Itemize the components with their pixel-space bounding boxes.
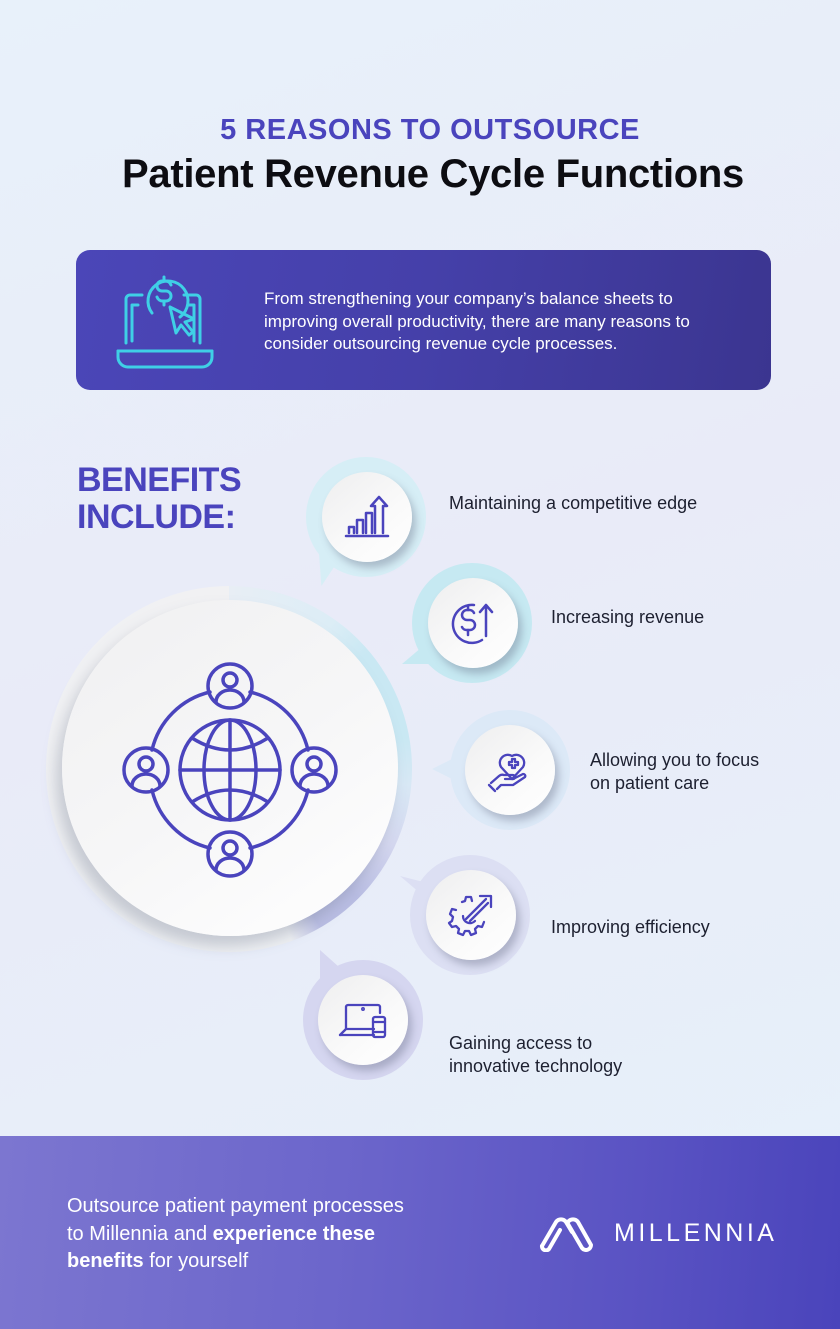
icon-disc: [318, 975, 408, 1065]
intro-text: From strengthening your company’s balanc…: [264, 289, 690, 353]
benefit-label: Gaining access to innovative technology: [449, 1032, 622, 1078]
intro-banner: From strengthening your company’s balanc…: [76, 250, 771, 390]
benefits-heading: BENEFITS INCLUDE:: [77, 461, 242, 536]
icon-disc: [426, 870, 516, 960]
benefit-label-line1: Allowing you to focus: [590, 750, 760, 770]
benefit-label-line2: innovative technology: [449, 1056, 623, 1076]
footer-line2: to Millennia and experience these: [67, 1221, 487, 1249]
footer-line3-plain: for yourself: [143, 1250, 249, 1272]
laptop-phone-icon: [338, 1003, 387, 1039]
benefit-label: Increasing revenue: [551, 607, 705, 627]
dollar-up-arrow-icon: [451, 603, 494, 645]
hand-heart-cross-icon: [487, 753, 527, 793]
benefit-label: Maintaining a competitive edge: [449, 493, 698, 513]
benefit-label-line1: Gaining access to: [449, 1033, 593, 1053]
benefits-heading-line2: INCLUDE:: [77, 498, 236, 536]
benefit-label: Improving efficiency: [551, 917, 710, 937]
benefit-label-line2: on patient care: [590, 773, 710, 793]
benefit-label: Allowing you to focus on patient care: [590, 749, 759, 795]
icon-disc: [428, 578, 518, 668]
gear-arrow-icon: [447, 894, 493, 937]
footer-line3-bold: benefits: [67, 1250, 144, 1272]
millennia-wordmark: MILLENNIA: [614, 1218, 778, 1247]
icon-disc: [465, 725, 555, 815]
footer-line2-plain: to Millennia and: [67, 1222, 213, 1245]
footer-banner: Outsource patient payment processes to M…: [0, 1136, 840, 1329]
footer-line1: Outsource patient payment processes: [67, 1195, 404, 1217]
millennia-logo: MILLENNIA: [538, 1213, 777, 1253]
page-title: Patient Revenue Cycle Functions: [122, 152, 744, 196]
growth-chart-arrow-icon: [344, 495, 390, 538]
global-network-people-icon: [122, 662, 338, 878]
footer-line2-bold: experience these: [212, 1222, 375, 1245]
benefits-heading-line1: BENEFITS: [77, 461, 242, 499]
icon-disc: [322, 472, 412, 562]
bubble-tail: [432, 754, 462, 784]
kicker-heading: 5 REASONS TO OUTSOURCE: [220, 114, 640, 146]
footer-cta-text: Outsource patient payment processes to M…: [67, 1193, 487, 1276]
laptop-dollar-cursor-icon: [116, 275, 214, 369]
millennia-logo-mark-icon: [540, 1217, 593, 1252]
footer-line3: benefits for yourself: [67, 1248, 487, 1276]
